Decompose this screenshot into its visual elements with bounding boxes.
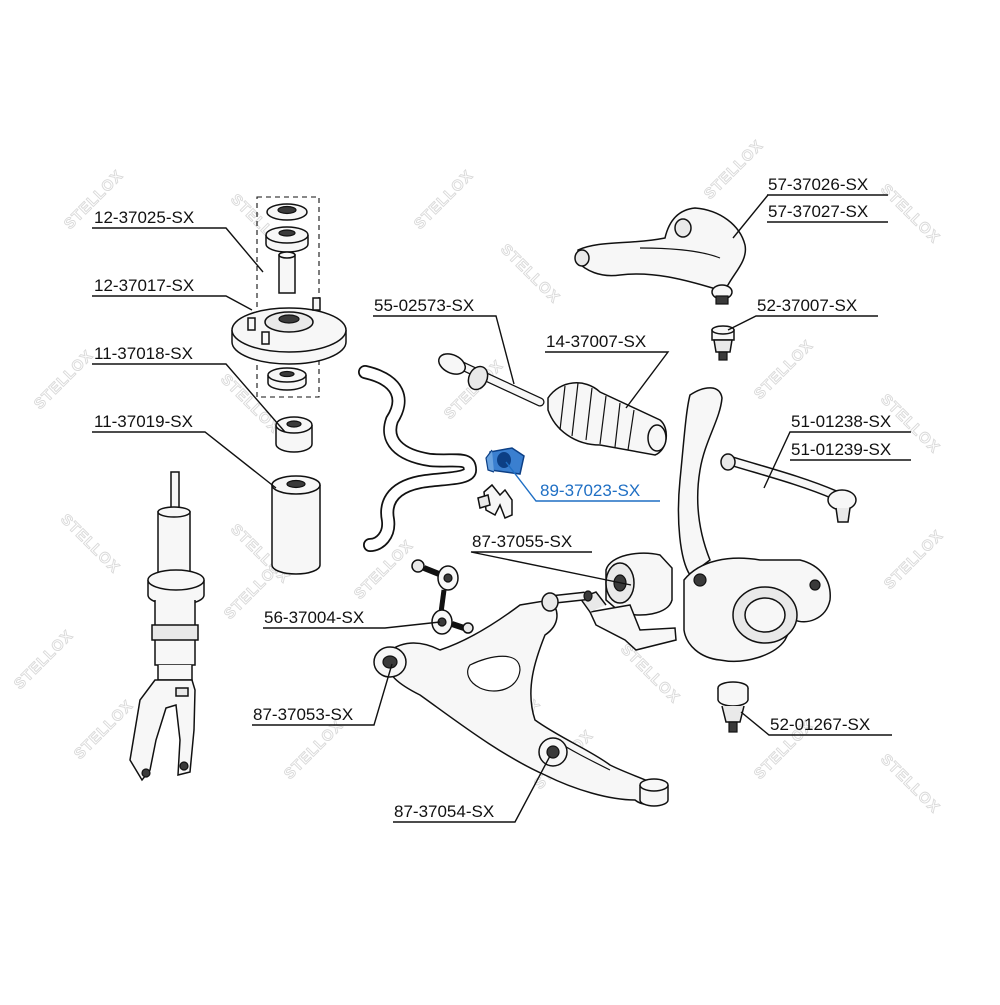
compliance-bushing[interactable]: [578, 552, 677, 651]
watermark-text: STELLOX: [71, 697, 137, 763]
label-11-37018-sx[interactable]: 11-37018-SX: [94, 344, 193, 363]
label-55-02573-sx[interactable]: 55-02573-SX: [374, 296, 474, 315]
outer-tie-rod-end[interactable]: [720, 453, 857, 523]
strut-mount-assembly[interactable]: [256, 196, 320, 398]
label-52-37007-sx[interactable]: 52-37007-SX: [757, 296, 857, 315]
lower-control-arm[interactable]: [373, 590, 669, 807]
dust-boot[interactable]: [271, 475, 321, 575]
upper-ball-joint[interactable]: [711, 325, 735, 361]
watermark-text: STELLOX: [881, 527, 947, 593]
inner-tie-rod[interactable]: [436, 350, 545, 407]
label-52-01267-sx[interactable]: 52-01267-SX: [770, 715, 870, 734]
stabilizer-bar[interactable]: [358, 365, 478, 552]
label-11-37019-sx[interactable]: 11-37019-SX: [94, 412, 193, 431]
label-51-01238-sx[interactable]: 51-01238-SX: [791, 412, 891, 431]
stabilizer-link[interactable]: [411, 559, 474, 635]
label-57-37026-sx[interactable]: 57-37026-SX: [768, 175, 868, 194]
stabilizer-bushing-highlighted[interactable]: [485, 447, 525, 475]
watermark-text: STELLOX: [701, 137, 767, 203]
watermark-text: STELLOX: [11, 627, 77, 693]
watermark-text: STELLOX: [877, 751, 943, 817]
bushing-bracket[interactable]: [477, 483, 513, 519]
label-51-01239-sx[interactable]: 51-01239-SX: [791, 440, 891, 459]
label-87-37054-sx[interactable]: 87-37054-SX: [394, 802, 494, 821]
lower-ball-joint[interactable]: [717, 681, 749, 733]
shock-absorber[interactable]: [129, 471, 205, 782]
label-57-37027-sx[interactable]: 57-37027-SX: [768, 202, 868, 221]
label-56-37004-sx[interactable]: 56-37004-SX: [264, 608, 364, 627]
watermark-text: STELLOX: [31, 347, 97, 413]
watermark-text: STELLOX: [877, 181, 943, 247]
steering-knuckle[interactable]: [677, 387, 831, 662]
label-14-37007-sx[interactable]: 14-37007-SX: [546, 332, 646, 351]
watermark-text: STELLOX: [281, 717, 347, 783]
label-89-37023-sx[interactable]: 89-37023-SX: [540, 481, 640, 500]
label-12-37025-sx[interactable]: 12-37025-SX: [94, 208, 194, 227]
label-87-37053-sx[interactable]: 87-37053-SX: [253, 705, 353, 724]
steering-rack-boot[interactable]: [547, 382, 667, 456]
watermark-text: STELLOX: [751, 337, 817, 403]
strut-top-mount[interactable]: [231, 297, 347, 365]
leader-lines: [92, 194, 911, 823]
upper-control-arm[interactable]: [574, 207, 747, 305]
watermark-text: STELLOX: [617, 641, 683, 707]
label-12-37017-sx[interactable]: 12-37017-SX: [94, 276, 194, 295]
part-labels: 12-37025-SX 12-37017-SX 11-37018-SX 11-3…: [94, 175, 891, 821]
watermark-text: STELLOX: [411, 167, 477, 233]
watermark-text: STELLOX: [57, 511, 123, 577]
bump-stop[interactable]: [275, 416, 313, 453]
label-87-37055-sx[interactable]: 87-37055-SX: [472, 532, 572, 551]
watermark-text: STELLOX: [497, 241, 563, 307]
